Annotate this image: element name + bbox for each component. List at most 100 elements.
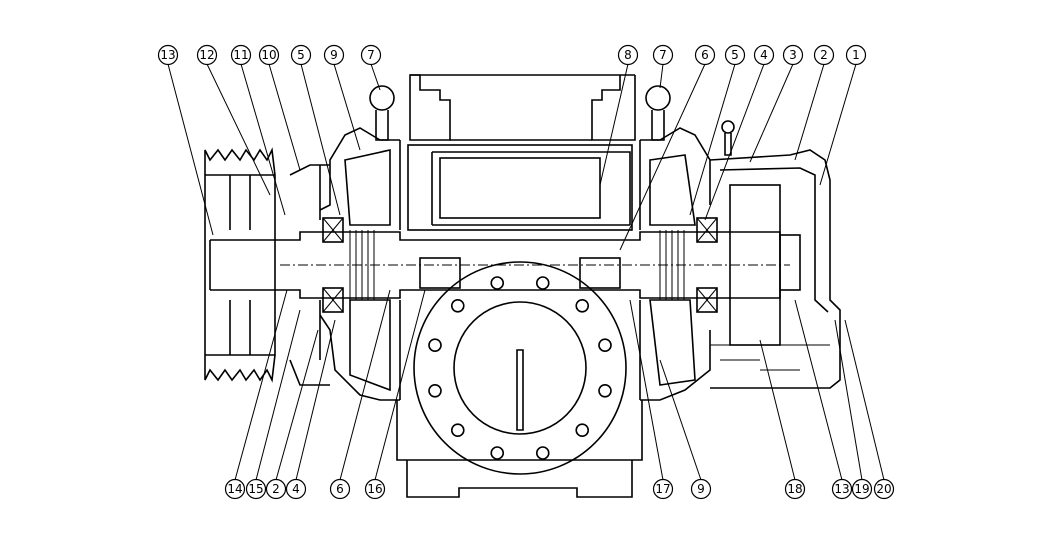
top-callout-6: 7 xyxy=(360,44,382,66)
callout-circle xyxy=(617,44,639,66)
callout-circle xyxy=(265,478,287,500)
callout-number: 5 xyxy=(731,48,739,62)
callout-number: 4 xyxy=(292,482,300,496)
callout-number: 6 xyxy=(701,48,709,62)
oil-fill-eye xyxy=(721,120,735,156)
top-callout-14: 1 xyxy=(845,44,867,66)
top-callout-9: 6 xyxy=(694,44,716,66)
bottom-callout-4: 6 xyxy=(329,478,351,500)
right-end-cover xyxy=(640,127,841,401)
leader-lines xyxy=(167,63,885,481)
bolt-hole xyxy=(535,276,550,290)
bottom-callout-6: 17 xyxy=(652,478,674,500)
callout-number: 13 xyxy=(160,48,175,62)
callout-number: 16 xyxy=(367,482,382,496)
callout-circle xyxy=(873,478,895,500)
callout-number: 17 xyxy=(655,482,670,496)
bottom-callout-8: 18 xyxy=(784,478,806,500)
callout-circle xyxy=(258,44,280,66)
callout-circle xyxy=(245,478,267,500)
callout-number: 7 xyxy=(659,48,667,62)
callout-number: 7 xyxy=(367,48,375,62)
top-callout-2: 11 xyxy=(230,44,252,66)
callout-number: 20 xyxy=(876,482,891,496)
bolt-hole xyxy=(450,423,465,438)
callout-number: 9 xyxy=(330,48,338,62)
callout-circle xyxy=(364,478,386,500)
pump-base xyxy=(396,400,643,498)
callout-circle xyxy=(230,44,252,66)
callout-number: 8 xyxy=(624,48,632,62)
lifting-eye-right xyxy=(645,85,671,141)
top-callout-1: 12 xyxy=(196,44,218,66)
callout-number: 13 xyxy=(834,482,849,496)
left-end-cover xyxy=(289,127,400,401)
bolt-hole xyxy=(598,338,612,353)
callout-circle xyxy=(224,478,246,500)
top-callout-8: 7 xyxy=(652,44,674,66)
callout-number: 19 xyxy=(854,482,869,496)
v-belt-pulley xyxy=(204,147,276,383)
bottom-callout-2: 2 xyxy=(265,478,287,500)
top-callout-7: 8 xyxy=(617,44,639,66)
flange-bolt-holes xyxy=(428,276,612,460)
callout-number: 9 xyxy=(697,482,705,496)
callout-number: 6 xyxy=(336,482,344,496)
callout-number: 4 xyxy=(760,48,768,62)
callout-circle xyxy=(694,44,716,66)
top-callout-0: 13 xyxy=(157,44,179,66)
bolt-hole xyxy=(490,276,505,290)
bolt-hole xyxy=(598,383,612,398)
callout-circle xyxy=(329,478,351,500)
bolt-hole xyxy=(535,446,550,460)
callout-circle xyxy=(784,478,806,500)
top-callout-12: 3 xyxy=(782,44,804,66)
bottom-callout-1: 15 xyxy=(245,478,267,500)
callout-number: 15 xyxy=(248,482,263,496)
callout-circle xyxy=(782,44,804,66)
callout-circle xyxy=(652,44,674,66)
bolt-hole xyxy=(428,338,442,353)
top-callout-13: 2 xyxy=(813,44,835,66)
bolt-hole xyxy=(575,423,590,438)
callout-circle xyxy=(360,44,382,66)
top-callout-10: 5 xyxy=(724,44,746,66)
callout-circle xyxy=(845,44,867,66)
top-callout-3: 10 xyxy=(258,44,280,66)
callout-circle xyxy=(724,44,746,66)
callout-circle xyxy=(157,44,179,66)
top-callout-11: 4 xyxy=(753,44,775,66)
bolt-hole xyxy=(428,383,442,398)
callout-circle xyxy=(831,478,853,500)
callout-number: 14 xyxy=(227,482,242,496)
callout-number: 12 xyxy=(199,48,214,62)
callouts-top: 13 12 11 10 5 9 7 8 7 6 5 4 3 2 1 xyxy=(157,44,867,66)
callout-number: 1 xyxy=(852,48,860,62)
callout-circle xyxy=(290,44,312,66)
bottom-callout-7: 9 xyxy=(690,478,712,500)
drive-shaft xyxy=(209,217,801,313)
bottom-callout-5: 16 xyxy=(364,478,386,500)
callout-number: 18 xyxy=(787,482,802,496)
outlet-flange xyxy=(409,74,636,141)
bolt-hole xyxy=(490,446,505,460)
callout-number: 2 xyxy=(272,482,280,496)
lifting-eye-left xyxy=(369,85,395,141)
inlet-flange xyxy=(413,261,627,475)
callout-circle xyxy=(323,44,345,66)
bottom-callout-11: 20 xyxy=(873,478,895,500)
callout-number: 10 xyxy=(261,48,276,62)
callout-number: 3 xyxy=(789,48,797,62)
bolt-hole xyxy=(450,298,465,313)
top-callout-4: 5 xyxy=(290,44,312,66)
bolt-hole xyxy=(575,298,590,313)
callout-circle xyxy=(690,478,712,500)
bottom-callout-9: 13 xyxy=(831,478,853,500)
callout-number: 2 xyxy=(820,48,828,62)
callout-circle xyxy=(851,478,873,500)
callout-circle xyxy=(285,478,307,500)
callout-circle xyxy=(753,44,775,66)
bottom-callout-3: 4 xyxy=(285,478,307,500)
